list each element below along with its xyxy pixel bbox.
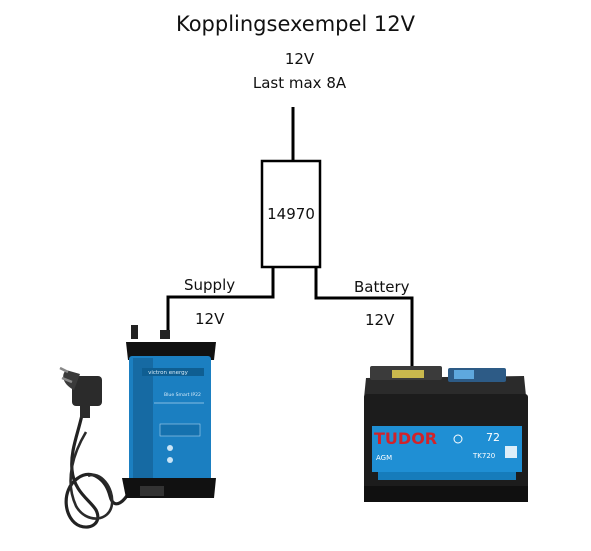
supply-wire xyxy=(166,267,275,336)
power-plug-icon xyxy=(59,366,102,418)
battery-wire xyxy=(314,267,414,372)
svg-text:TK720: TK720 xyxy=(472,452,495,460)
svg-text:TUDOR: TUDOR xyxy=(374,429,437,448)
supply-voltage-label: 12V xyxy=(195,310,225,328)
svg-text:victron energy: victron energy xyxy=(148,370,189,376)
module-label: 14970 xyxy=(267,205,315,223)
load-max-current-label: Last max 8A xyxy=(252,74,347,92)
svg-text:72: 72 xyxy=(486,431,500,444)
svg-text:AGM: AGM xyxy=(376,454,392,462)
wiring xyxy=(166,107,414,372)
power-cable xyxy=(64,404,132,529)
svg-text:Blue Smart IP22: Blue Smart IP22 xyxy=(164,392,201,398)
module-box xyxy=(260,159,322,269)
load-voltage-label: 12V xyxy=(284,50,315,68)
battery-voltage-label: 12V xyxy=(365,311,395,329)
charger-device-icon: victron energy Blue Smart IP22 xyxy=(59,325,216,529)
car-battery-icon: TUDOR AGM 72 TK720 xyxy=(364,366,528,502)
diagram-title: Kopplingsexempel 12V xyxy=(175,12,416,36)
supply-label: Supply xyxy=(184,276,236,294)
battery-label: Battery xyxy=(354,278,410,296)
power-cable-loop xyxy=(69,431,114,520)
